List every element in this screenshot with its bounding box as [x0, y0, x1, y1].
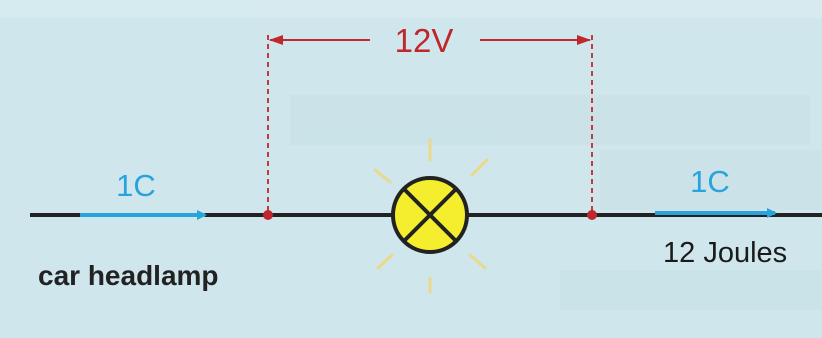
measurement-point-left	[263, 210, 273, 220]
lamp-rays-icon	[373, 138, 489, 294]
charge-out: 1C	[655, 164, 777, 218]
voltage-measurement: 12V	[267, 22, 593, 215]
background-texture	[0, 0, 822, 310]
measurement-point-right	[587, 210, 597, 220]
device-label: car headlamp	[38, 260, 219, 291]
lamp-cross-b	[402, 187, 458, 243]
voltage-label: 12V	[395, 22, 454, 59]
charge-label-right: 1C	[690, 164, 730, 199]
energy-label: 12 Joules	[663, 237, 787, 269]
charge-in: 1C	[80, 168, 207, 220]
charge-label-left: 1C	[116, 168, 156, 203]
lamp-symbol	[373, 138, 489, 294]
